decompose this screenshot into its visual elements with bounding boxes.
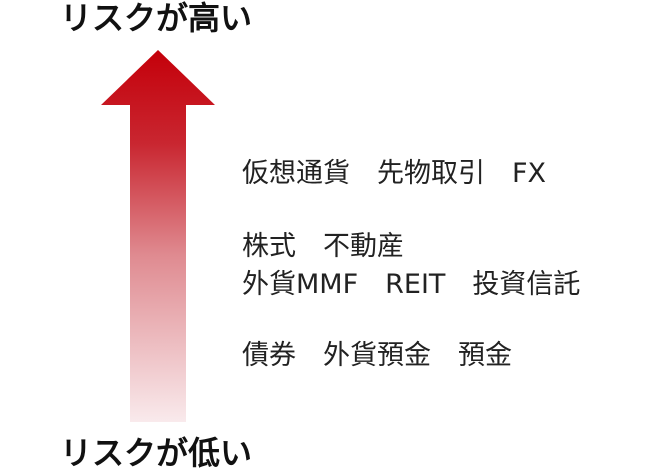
asset-group-low-risk: 債券 外貨預金 預金 [242, 340, 512, 371]
asset-group-highest-risk: 仮想通貨 先物取引 FX [242, 158, 547, 189]
risk-low-label: リスクが低い [60, 434, 253, 472]
asset-group-medium-risk: 外貨MMF REIT 投資信託 [242, 269, 581, 300]
risk-arrow [101, 50, 215, 422]
asset-group-high-risk: 株式 不動産 [242, 231, 404, 262]
risk-high-label: リスクが高い [60, 0, 253, 37]
arrow-shape [101, 50, 215, 422]
